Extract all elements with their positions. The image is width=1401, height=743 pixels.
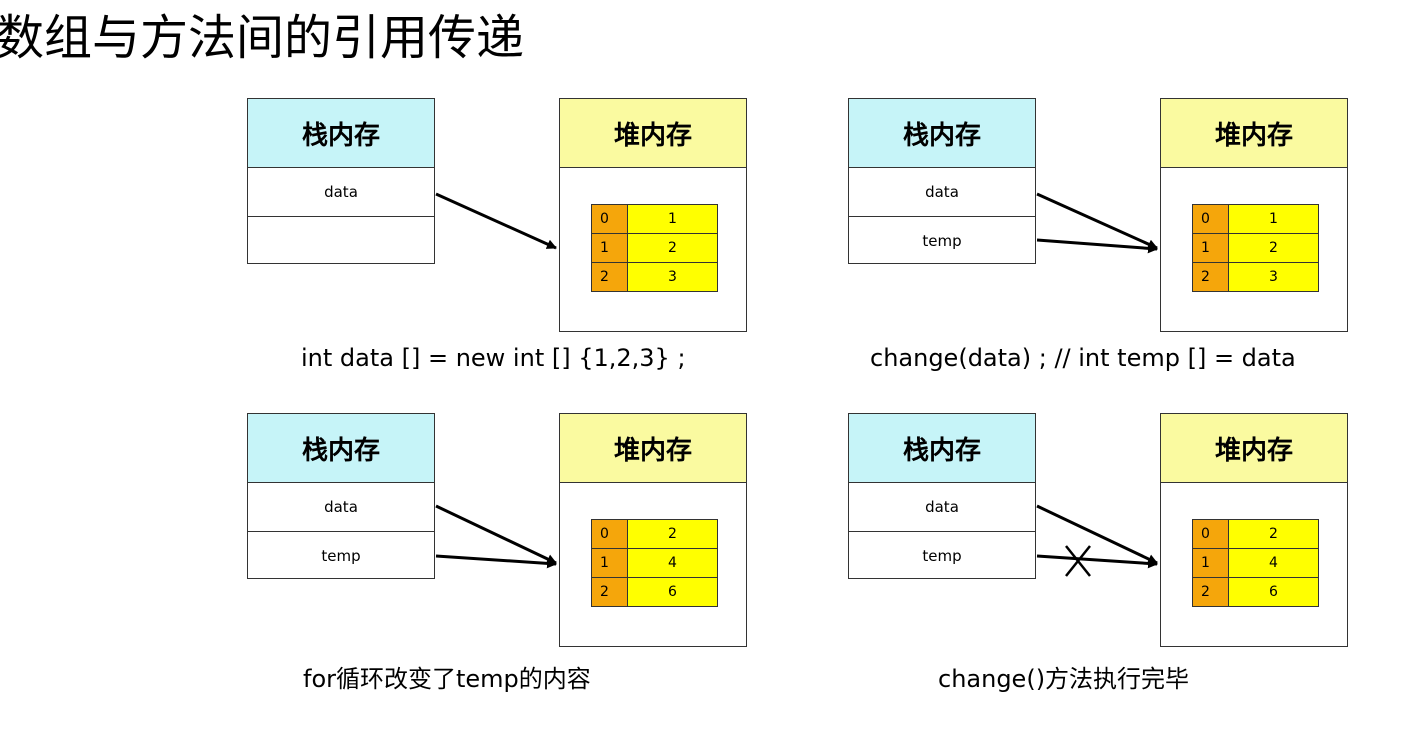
- array-table: 0 1 1 2 2 3: [591, 204, 718, 292]
- page-title: 数组与方法间的引用传递: [0, 10, 525, 66]
- array-table: 0 2 1 4 2 6: [591, 519, 718, 607]
- stack-memory-box: 栈内存 data temp: [848, 413, 1036, 579]
- heap-memory-header: 堆内存: [560, 99, 746, 168]
- heap-memory-header: 堆内存: [560, 414, 746, 483]
- array-index: 0: [591, 204, 628, 234]
- diagram-panel-1: 栈内存 data 堆内存 0 1 1 2 2 3 int dat: [247, 98, 807, 428]
- stack-var-temp: temp: [922, 547, 962, 565]
- stack-var-data: data: [248, 168, 434, 217]
- array-row: 0 1: [1192, 204, 1319, 234]
- array-index: 1: [1192, 233, 1229, 263]
- arrow-data-to-heap: [1036, 504, 1158, 565]
- diagram-panel-2: 栈内存 data temp 堆内存 0 1 1 2 2 3: [848, 98, 1401, 428]
- arrow-data-to-heap: [435, 192, 557, 250]
- arrow-data-to-heap: [1036, 192, 1158, 250]
- caption: int data [] = new int [] {1,2,3} ;: [301, 344, 686, 372]
- array-row: 0 2: [591, 519, 718, 549]
- array-value: 3: [627, 262, 718, 292]
- array-row: 0 2: [1192, 519, 1319, 549]
- array-row: 2 3: [591, 262, 718, 292]
- stack-memory-header: 栈内存: [248, 99, 434, 168]
- array-value: 2: [1228, 519, 1319, 549]
- array-value: 1: [1228, 204, 1319, 234]
- arrow-temp-to-heap: [435, 554, 557, 569]
- stack-var-temp: temp: [321, 547, 361, 565]
- array-value: 2: [627, 233, 718, 263]
- array-row: 1 4: [1192, 548, 1319, 578]
- array-value: 6: [627, 577, 718, 607]
- array-value: 1: [627, 204, 718, 234]
- heap-memory-box: 堆内存 0 2 1 4 2 6: [1160, 413, 1348, 647]
- array-row: 2 6: [1192, 577, 1319, 607]
- stack-var-data: data: [248, 483, 434, 532]
- stack-memory-header: 栈内存: [849, 414, 1035, 483]
- stack-var-data: data: [849, 483, 1035, 532]
- arrow-temp-to-heap: [1036, 554, 1158, 569]
- heap-memory-header: 堆内存: [1161, 99, 1347, 168]
- diagram-panel-3: 栈内存 data temp 堆内存 0 2 1 4 2 6: [247, 413, 807, 743]
- stack-memory-box: 栈内存 data: [247, 98, 435, 264]
- array-value: 3: [1228, 262, 1319, 292]
- array-index: 2: [591, 262, 628, 292]
- stack-memory-box: 栈内存 data temp: [247, 413, 435, 579]
- array-index: 2: [1192, 262, 1229, 292]
- array-row: 1 4: [591, 548, 718, 578]
- array-row: 1 2: [1192, 233, 1319, 263]
- array-row: 2 3: [1192, 262, 1319, 292]
- stack-var-temp: temp: [922, 232, 962, 250]
- stack-var-data: data: [849, 168, 1035, 217]
- array-value: 4: [627, 548, 718, 578]
- array-index: 0: [1192, 519, 1229, 549]
- array-row: 1 2: [591, 233, 718, 263]
- array-table: 0 2 1 4 2 6: [1192, 519, 1319, 607]
- heap-memory-box: 堆内存 0 2 1 4 2 6: [559, 413, 747, 647]
- array-value: 6: [1228, 577, 1319, 607]
- arrow-data-to-heap: [435, 504, 557, 565]
- heap-memory-header: 堆内存: [1161, 414, 1347, 483]
- cross-mark-icon: [1065, 545, 1091, 577]
- array-value: 2: [1228, 233, 1319, 263]
- array-row: 2 6: [591, 577, 718, 607]
- array-index: 1: [591, 233, 628, 263]
- array-value: 4: [1228, 548, 1319, 578]
- array-index: 0: [591, 519, 628, 549]
- array-index: 2: [1192, 577, 1229, 607]
- array-index: 1: [591, 548, 628, 578]
- array-table: 0 1 1 2 2 3: [1192, 204, 1319, 292]
- caption: change(data) ; // int temp [] = data: [870, 344, 1296, 372]
- stack-memory-header: 栈内存: [849, 99, 1035, 168]
- caption: for循环改变了temp的内容: [303, 665, 591, 693]
- heap-memory-box: 堆内存 0 1 1 2 2 3: [559, 98, 747, 332]
- array-index: 1: [1192, 548, 1229, 578]
- stack-memory-header: 栈内存: [248, 414, 434, 483]
- array-value: 2: [627, 519, 718, 549]
- stack-var-empty: [248, 217, 434, 265]
- diagram-panel-4: 栈内存 data temp 堆内存 0 2 1 4 2 6: [848, 413, 1401, 743]
- array-index: 0: [1192, 204, 1229, 234]
- heap-memory-box: 堆内存 0 1 1 2 2 3: [1160, 98, 1348, 332]
- arrow-temp-to-heap: [1036, 238, 1158, 254]
- stack-memory-box: 栈内存 data temp: [848, 98, 1036, 264]
- array-row: 0 1: [591, 204, 718, 234]
- array-index: 2: [591, 577, 628, 607]
- caption: change()方法执行完毕: [938, 665, 1190, 693]
